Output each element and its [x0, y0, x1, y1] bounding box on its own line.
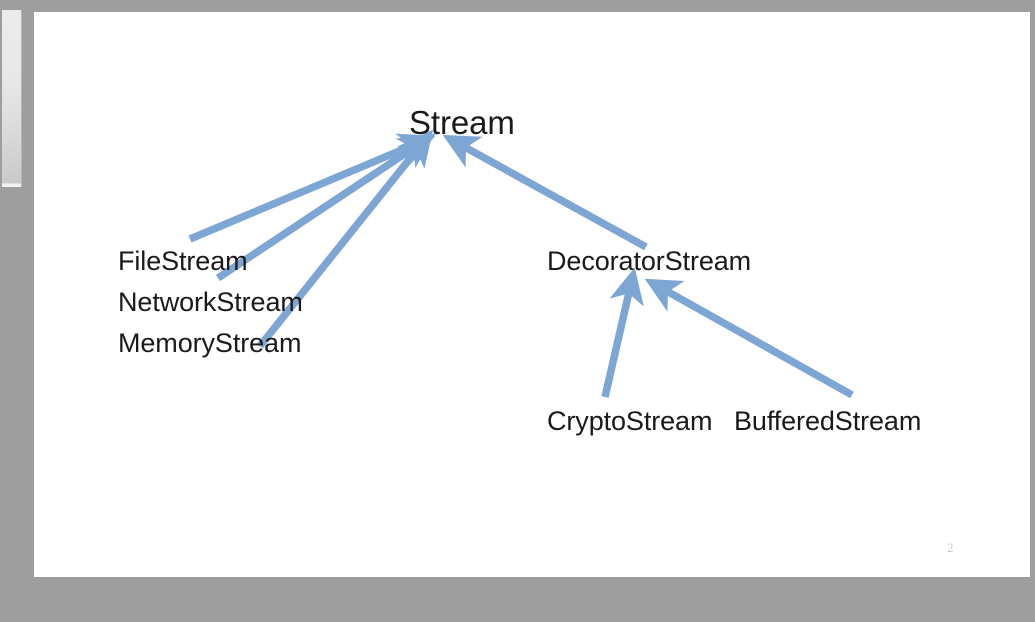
- page-number: 2: [947, 540, 954, 555]
- node-label-networkstream[interactable]: NetworkStream: [118, 287, 303, 317]
- node-label-memorystream[interactable]: MemoryStream: [118, 328, 302, 358]
- slide-thumbnail-partial[interactable]: [2, 10, 22, 186]
- arrow-cryptostream-to-decorator: [601, 267, 644, 398]
- node-label-stream[interactable]: Stream: [409, 104, 515, 141]
- node-label-decoratorstream[interactable]: DecoratorStream: [547, 246, 752, 276]
- arrow-decoratorstream-to-stream: [442, 134, 648, 251]
- slide-thumbnail-pane[interactable]: [0, 0, 24, 200]
- arrow-networkstream-to-stream: [215, 133, 436, 282]
- node-label-cryptostream[interactable]: CryptoStream: [547, 406, 713, 436]
- node-label-filestream[interactable]: FileStream: [118, 246, 248, 276]
- node-label-bufferedstream[interactable]: BufferedStream: [734, 406, 922, 436]
- slide-thumbnail-divider: [2, 183, 21, 187]
- arrow-bufferedstream-to-decorator: [644, 278, 854, 399]
- slide-canvas: Stream FileStream NetworkStream MemorySt…: [34, 12, 1030, 577]
- arrow-filestream-to-stream: [188, 133, 436, 243]
